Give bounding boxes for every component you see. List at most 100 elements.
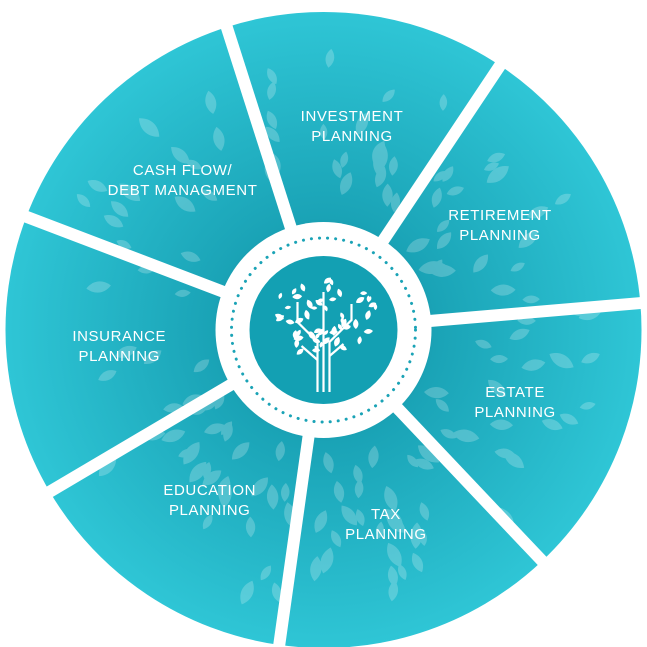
leaf-shape [314,510,328,533]
label-line: TAX [370,506,401,524]
tree-leaf [337,323,343,330]
tree-leaf [276,315,285,322]
leaf-shape [217,475,231,500]
tree-leaf [294,317,304,324]
label-line: PLANNING [168,501,251,519]
leaf-shape [354,479,364,499]
leaf-shape [440,429,457,439]
tree-branch [328,304,353,392]
tree-leaf [324,305,328,312]
leaf-shape [189,461,207,483]
segment-label-insurance[interactable]: INSURANCE PLANNING [19,327,219,367]
center-emblem [215,222,432,438]
leaf-shape [119,183,141,201]
leaf-shape [372,140,386,162]
leaf-shape [251,477,268,497]
leaf-shape [267,68,277,85]
leaf-shape [204,423,226,435]
tree-leaf [343,323,351,329]
leaf-shape [87,180,108,192]
segment-label-cashflow[interactable]: CASH FLOW/ DEBT MANAGMENT [83,161,283,201]
segment-label-tax[interactable]: TAX PLANNING [286,505,486,545]
leaf-shape [521,359,546,371]
tree-leaf [310,306,318,310]
leaf-pattern-layer [76,48,602,605]
leaf-shape [375,166,387,188]
tree-leaf [291,288,297,295]
leaf-shape [325,48,335,68]
leaf-shape [332,159,342,179]
tree-leaf [304,309,310,320]
leaf-shape [446,186,464,196]
tree-leaf [319,341,323,348]
leaf-shape [265,126,280,142]
tree-leaf [323,330,329,335]
leaf-shape [267,81,276,100]
leaf-shape [428,264,456,277]
label-line: PLANNING [78,348,160,366]
segment-insurance[interactable] [5,216,324,492]
leaf-shape [201,399,218,411]
label-line: RETIREMENT [448,206,552,224]
leaf-shape [368,445,379,469]
leaf-shape [355,509,365,527]
leaf-shape [388,580,399,602]
leaf-shape [473,254,488,273]
leaf-shape [320,123,328,140]
leaf-shape [384,509,404,528]
leaf-shape [559,413,579,425]
leaf-shape [373,147,386,175]
leaf-shape [193,359,210,373]
leaf-shape [245,516,256,538]
tree-leaf [329,297,337,302]
tree-branch [300,345,319,361]
leaf-shape [433,170,447,182]
label-line: PLANNING [311,127,393,145]
leaf-shape [341,505,358,526]
segment-label-investment[interactable]: INVESTMENT PLANNING [252,107,452,147]
dotted-ring [230,236,417,424]
tree-leaf [334,336,340,347]
leaf-shape [579,401,596,410]
leaf-shape [103,215,124,228]
leaf-shape [490,284,516,296]
leaf-shape [554,193,571,205]
tree-leaf [285,319,295,325]
leaf-shape [202,470,222,486]
leaf-shape [353,464,363,484]
leaf-shape [541,419,563,431]
tree-leaf [312,348,321,353]
leaf-shape [213,126,225,151]
leaf-shape [275,441,285,462]
tree-leaf [326,283,331,293]
label-line: ESTATE [485,383,545,401]
leaf-shape [271,582,282,603]
tree-leaf [365,310,371,320]
leaf-shape [411,552,424,573]
leaf-shape [488,379,506,397]
leaf-shape [406,238,430,253]
leaf-shape [423,387,449,399]
segment-label-retirement[interactable]: RETIREMENT PLANNING [400,206,600,246]
leaf-shape [219,480,232,508]
tree-leaf [355,297,365,304]
tree-leaf [292,294,303,300]
leaf-shape [387,565,398,587]
tree-icon [275,277,378,392]
segment-label-education[interactable]: EDUCATION PLANNING [110,481,310,521]
label-line: PLANNING [459,226,541,244]
leaf-shape [442,166,454,182]
leaf-shape [214,393,225,410]
tree-leaf [329,278,334,286]
leaf-shape [386,516,406,533]
segment-label-estate[interactable]: ESTATE PLANNING [415,383,615,423]
tree-leaf [373,303,378,311]
leaf-shape [183,441,200,465]
label-line: EDUCATION [163,481,257,499]
tree-leaf [278,292,283,300]
leaf-shape [527,206,549,219]
segment-investment[interactable] [226,11,501,330]
tree-leaf [312,338,321,344]
leaf-shape [483,162,499,171]
tree-leaf [292,330,298,339]
